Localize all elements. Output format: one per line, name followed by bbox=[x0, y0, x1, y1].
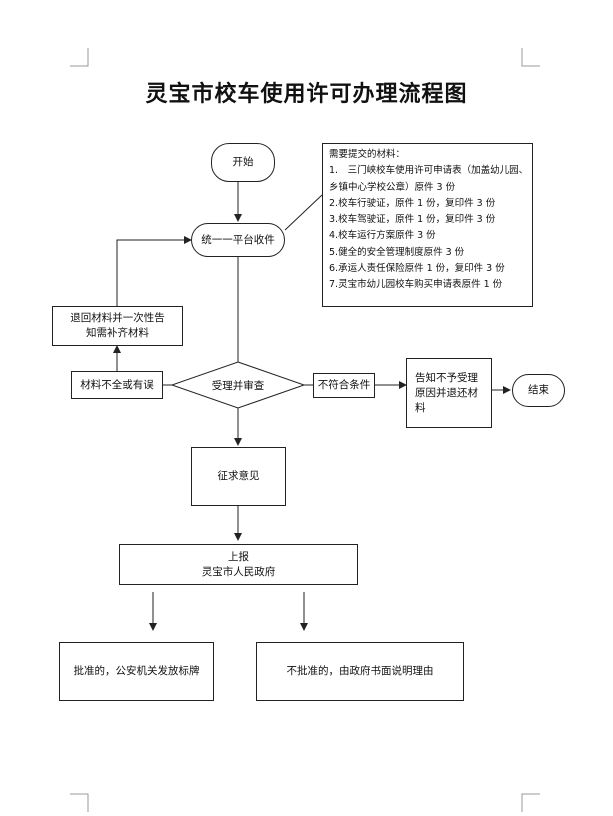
incomplete-node: 材料不全或有误 bbox=[71, 371, 163, 399]
materials-item: 1. 三门峡校车使用许可申请表（加盖幼儿园、 bbox=[329, 165, 529, 177]
crop-marks bbox=[70, 48, 540, 812]
not-qualified-label: 不符合条件 bbox=[317, 379, 371, 391]
start-node: 开始 bbox=[211, 143, 275, 182]
review-diamond bbox=[170, 361, 306, 409]
page-title: 灵宝市校车使用许可办理流程图 bbox=[145, 81, 468, 107]
materials-item: 4.校车运行方案原件 3 份 bbox=[329, 230, 436, 242]
platform-label: 统一一平台收件 bbox=[201, 233, 275, 246]
end-node: 结束 bbox=[512, 374, 565, 407]
materials-item: 5.健全的安全管理制度原件 3 份 bbox=[329, 246, 465, 258]
not-approved-node: 不批准的，由政府书面说明理由 bbox=[256, 642, 464, 701]
materials-box: 需要提交的材料： 1. 三门峡校车使用许可申请表（加盖幼儿园、 乡镇中心学校公章… bbox=[322, 143, 533, 307]
arrow-return-platform bbox=[116, 236, 192, 306]
start-label: 开始 bbox=[232, 156, 254, 168]
platform-node: 统一一平台收件 bbox=[191, 223, 285, 257]
consult-label: 征求意见 bbox=[217, 470, 260, 482]
end-label: 结束 bbox=[528, 384, 549, 396]
not-approved-label: 不批准的，由政府书面说明理由 bbox=[286, 665, 434, 677]
return-materials-node: 退回材料并一次性告知需补齐材料 bbox=[52, 306, 183, 346]
materials-heading: 需要提交的材料： bbox=[329, 149, 406, 160]
notify-reject-node: 告知不予受理原因并退还材料 bbox=[406, 358, 492, 428]
materials-item: 乡镇中心学校公章）原件 3 份 bbox=[329, 181, 456, 193]
incomplete-label: 材料不全或有误 bbox=[80, 378, 154, 391]
materials-item: 6.承运人责任保险原件 1 份，复印件 3 份 bbox=[329, 263, 505, 275]
review-label: 受理并审查 bbox=[211, 380, 265, 392]
materials-item: 2.校车行驶证，原件 1 份，复印件 3 份 bbox=[329, 197, 496, 209]
report-label-line1: 上报 bbox=[228, 550, 249, 563]
report-node: 上报 灵宝市人民政府 bbox=[119, 544, 358, 585]
return-materials-label: 退回材料并一次性告知需补齐材料 bbox=[70, 312, 165, 339]
materials-item: 3.校车驾驶证，原件 1 份，复印件 3 份 bbox=[329, 214, 496, 226]
consult-node: 征求意见 bbox=[191, 447, 286, 506]
not-qualified-node: 不符合条件 bbox=[313, 373, 375, 398]
report-label-line2: 灵宝市人民政府 bbox=[201, 565, 276, 578]
callout-line bbox=[284, 194, 323, 231]
materials-item: 7.灵宝市幼儿园校车购买申请表原件 1 份 bbox=[329, 279, 503, 291]
approved-node: 批准的，公安机关发放标牌 bbox=[59, 642, 214, 701]
notify-reject-label: 告知不予受理原因并退还材料 bbox=[415, 371, 478, 414]
approved-label: 批准的，公安机关发放标牌 bbox=[73, 665, 200, 677]
